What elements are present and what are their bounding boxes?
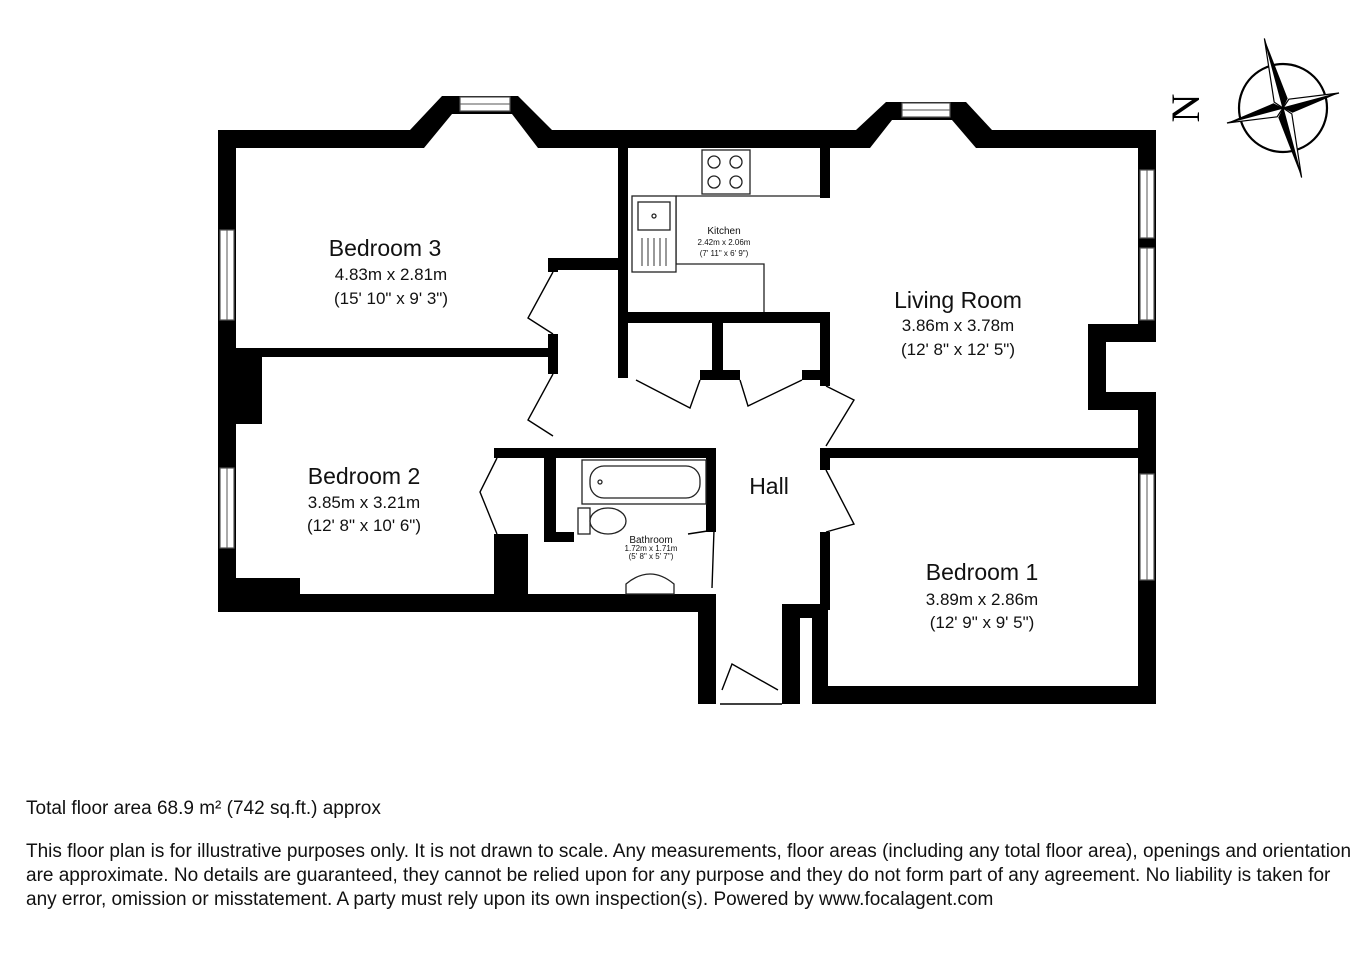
room-bedroom3: Bedroom 3 4.83m x 2.81m (15' 10" x 9' 3"… xyxy=(329,235,448,308)
kitchen-fixtures xyxy=(631,149,820,312)
bathroom-fixtures xyxy=(577,459,707,595)
room-living: Living Room 3.86m x 3.78m (12' 8" x 12' … xyxy=(894,287,1022,359)
doors xyxy=(479,271,856,705)
room-dimensions-metric: 3.86m x 3.78m xyxy=(902,316,1014,335)
room-dimensions-metric: 3.89m x 2.86m xyxy=(926,590,1038,609)
room-name: Bedroom 1 xyxy=(926,559,1039,585)
room-dimensions-metric: 1.72m x 1.71m xyxy=(625,544,678,553)
compass-icon: N xyxy=(1163,38,1340,178)
hob xyxy=(701,149,751,195)
room-dimensions-metric: 4.83m x 2.81m xyxy=(335,265,447,284)
interior-walls xyxy=(236,148,1156,612)
basin xyxy=(625,573,675,595)
room-dimensions-imperial: (12' 9" x 9' 5") xyxy=(930,613,1035,632)
room-dimensions-metric: 3.85m x 3.21m xyxy=(308,493,420,512)
total-floor-area: Total floor area 68.9 m² (742 sq.ft.) ap… xyxy=(26,798,381,819)
room-name: Bedroom 3 xyxy=(329,235,442,261)
room-dimensions-imperial: (15' 10" x 9' 3") xyxy=(334,289,448,308)
room-name: Bathroom xyxy=(629,535,672,546)
window-bedroom3-left xyxy=(219,229,235,321)
room-name: Hall xyxy=(749,473,789,499)
floor-plan-footer: Total floor area 68.9 m² (742 sq.ft.) ap… xyxy=(26,798,1356,912)
room-kitchen: Kitchen 2.42m x 2.06m (7' 11" x 6' 9") xyxy=(698,226,751,258)
room-hall: Hall xyxy=(749,473,789,499)
room-dimensions-imperial: (12' 8" x 12' 5") xyxy=(901,340,1015,359)
room-dimensions-metric: 2.42m x 2.06m xyxy=(698,238,751,247)
toilet xyxy=(577,507,627,535)
room-bedroom2: Bedroom 2 3.85m x 3.21m (12' 8" x 10' 6"… xyxy=(307,463,421,535)
window-living-right-1 xyxy=(1139,169,1155,239)
window-bedroom2-left xyxy=(219,467,235,549)
room-dimensions-imperial: (5' 8" x 5' 7") xyxy=(629,552,674,561)
room-bathroom: Bathroom 1.72m x 1.71m (5' 8" x 5' 7") xyxy=(625,535,678,561)
window-bedroom1-right xyxy=(1139,473,1155,581)
room-name: Bedroom 2 xyxy=(308,463,421,489)
room-bedroom1: Bedroom 1 3.89m x 2.86m (12' 9" x 9' 5") xyxy=(926,559,1039,632)
room-name: Kitchen xyxy=(707,226,740,237)
disclaimer-text: This floor plan is for illustrative purp… xyxy=(26,841,1352,910)
window-living-right-2 xyxy=(1139,247,1155,321)
room-dimensions-imperial: (7' 11" x 6' 9") xyxy=(700,249,749,258)
window-living-top xyxy=(901,102,951,118)
room-name: Living Room xyxy=(894,287,1022,313)
compass-north-label: N xyxy=(1163,94,1208,123)
window-bedroom3-top xyxy=(459,96,511,112)
floor-plan: Bedroom 3 4.83m x 2.81m (15' 10" x 9' 3"… xyxy=(218,38,1340,705)
windows xyxy=(219,96,1155,581)
room-dimensions-imperial: (12' 8" x 10' 6") xyxy=(307,516,421,535)
kitchen-sink xyxy=(631,195,677,273)
bath xyxy=(581,459,707,505)
